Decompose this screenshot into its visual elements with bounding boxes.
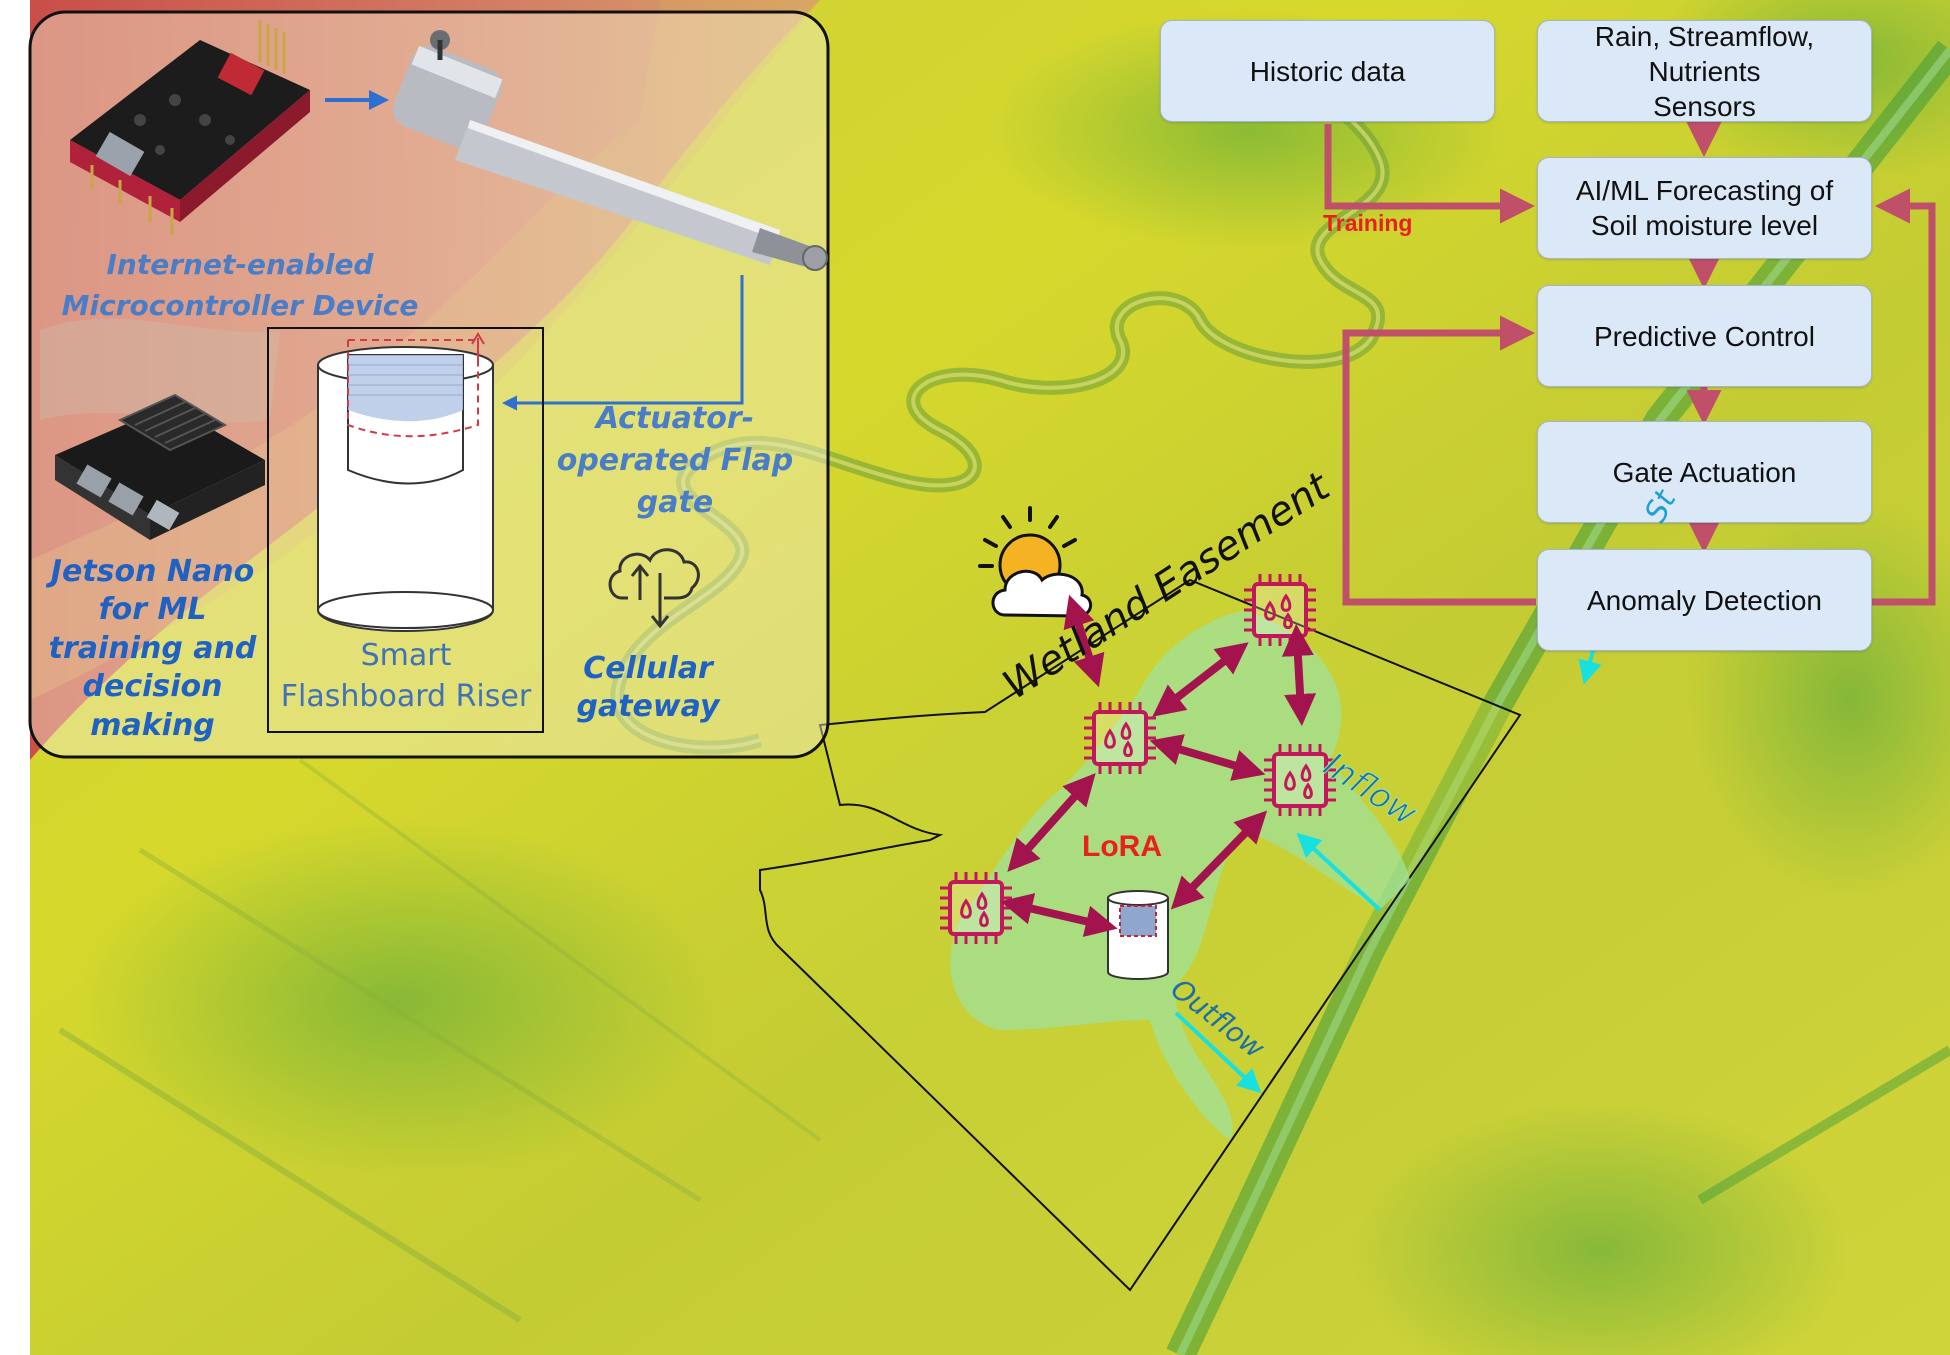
predictive-control-box: Predictive Control (1537, 285, 1872, 387)
microcontroller-board-image (70, 20, 310, 235)
anomaly-detection-label: Anomaly Detection (1586, 584, 1822, 616)
lora-link-arrows (1000, 594, 1317, 937)
sensors-box: Rain, Streamflow, Nutrients Sensors (1537, 20, 1872, 122)
jetson-nano-image (55, 393, 265, 540)
jetson-nano-label: Jetson Nano for ML training and decision… (48, 554, 257, 743)
microcontroller-label: Internet-enabled Microcontroller Device (61, 248, 419, 322)
forecasting-label: AI/ML Forecasting of Soil moisture level (1575, 175, 1834, 241)
flashboard-riser-cylinder (317, 332, 494, 632)
anomaly-detection-box: Anomaly Detection (1537, 549, 1872, 651)
actuator-label: Actuator- operated Flap gate (556, 401, 794, 520)
forecasting-box: AI/ML Forecasting of Soil moisture level (1537, 157, 1872, 259)
map-riser-icon (1107, 890, 1169, 980)
sensors-label: Rain, Streamflow, Nutrients Sensors (1594, 20, 1815, 122)
soil-moisture-sensor-icon (1264, 744, 1336, 816)
cellular-gateway-label: Cellular gateway (576, 651, 720, 725)
soil-moisture-sensor-icon (940, 872, 1012, 944)
flowchart-connectors (1324, 122, 1936, 606)
riser-label: Smart Flashboard Riser (280, 638, 532, 714)
predictive-control-label: Predictive Control (1594, 320, 1815, 352)
linear-actuator-image (392, 30, 828, 271)
lora-label: LoRA (1082, 830, 1162, 863)
gate-actuation-box: Gate Actuation (1537, 421, 1872, 523)
historic-data-box: Historic data (1160, 20, 1495, 122)
historic-data-label: Historic data (1249, 55, 1406, 87)
soil-moisture-sensor-icon (1084, 702, 1156, 774)
training-label: Training (1323, 210, 1413, 236)
cloud-upload-download-icon (608, 548, 700, 629)
gate-actuation-label: Gate Actuation (1612, 456, 1797, 488)
soil-moisture-sensor-icon (1244, 574, 1316, 646)
